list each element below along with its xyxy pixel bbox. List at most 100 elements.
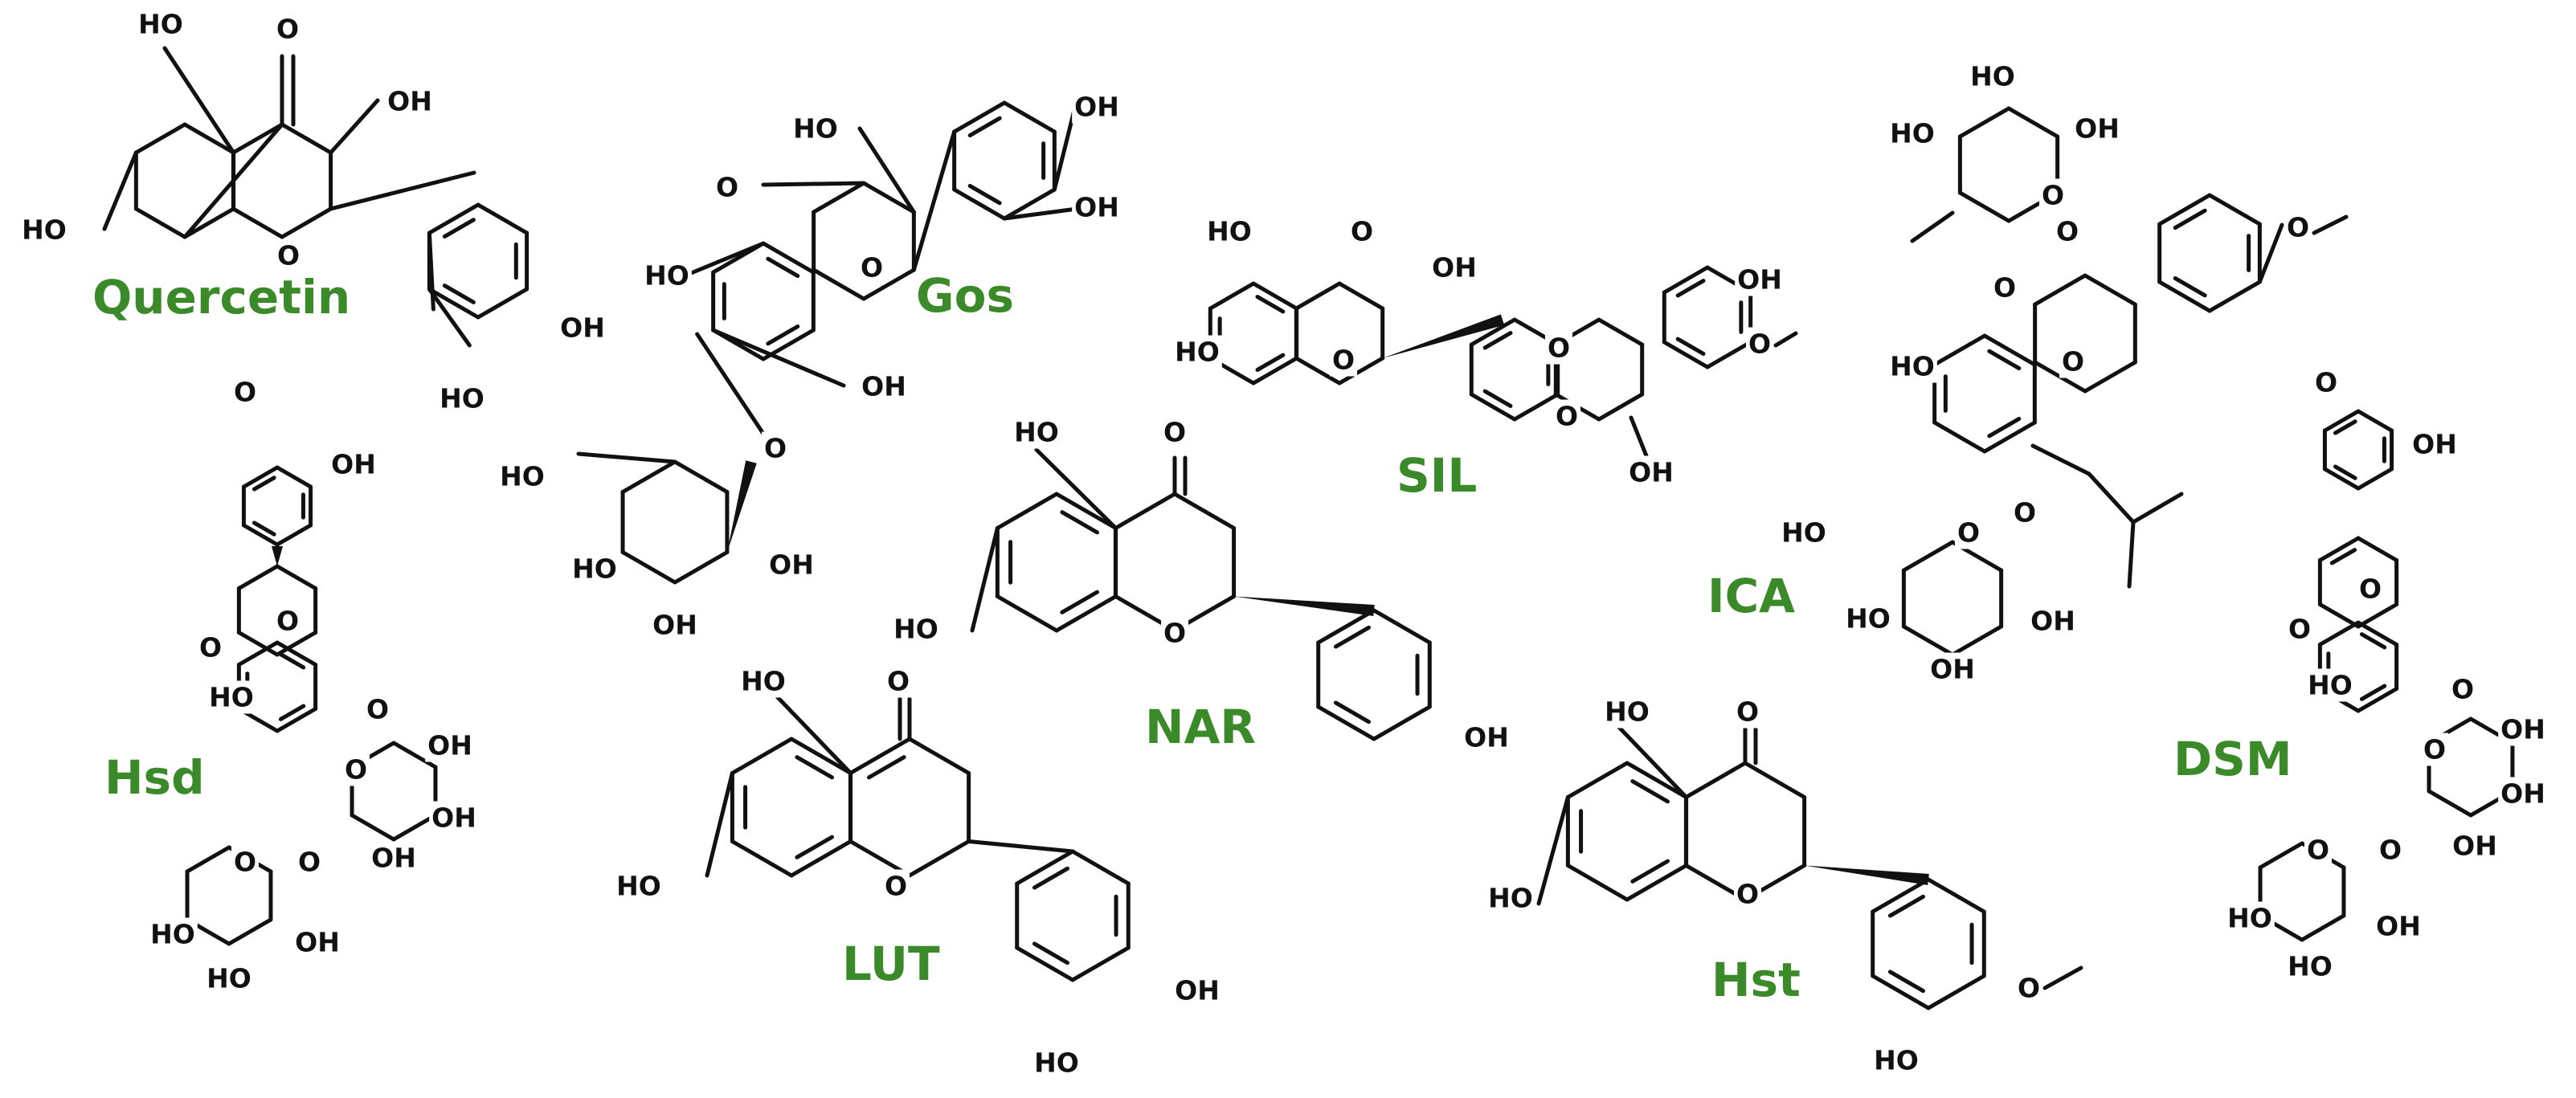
dsm-rhamnose-bond bbox=[2258, 841, 2304, 870]
atom-label-background bbox=[437, 382, 487, 415]
gos-sugar-oh-2: OH bbox=[769, 549, 814, 581]
atom-label-background bbox=[369, 841, 419, 875]
lut-ho-3p: HO bbox=[1034, 1047, 1079, 1079]
compound-name-ica: ICA bbox=[1707, 569, 1795, 623]
hst-ring-b-bond bbox=[1926, 974, 1986, 1010]
nar-wedge bbox=[1233, 596, 1375, 616]
ica-glu-oh-3: OH bbox=[1930, 654, 1975, 685]
quercetin-ring-o: O bbox=[277, 240, 300, 271]
sil-ring-d-double-bond bbox=[1482, 389, 1513, 408]
gos-ring-b-bond bbox=[952, 187, 1007, 221]
atom-label-background bbox=[1954, 516, 1983, 549]
atom-label-background bbox=[1072, 90, 1122, 124]
gos-ring-c-bond bbox=[861, 267, 916, 301]
nar-ring-a-bond bbox=[995, 492, 1059, 530]
nar-ring-c-bond bbox=[1113, 492, 1177, 530]
atom-label-background bbox=[273, 604, 302, 638]
gos-sugar-oh-3: OH bbox=[652, 610, 697, 641]
hst-ring-a-bond bbox=[1625, 761, 1689, 799]
gos-sugar-bond bbox=[620, 550, 677, 585]
sil-ring-a-bond bbox=[1251, 281, 1299, 311]
ica-keto-o: O bbox=[1993, 272, 2016, 304]
atom-label-background bbox=[1429, 251, 1479, 284]
atom-label-background bbox=[1871, 1043, 1921, 1077]
atom-label-background bbox=[2376, 833, 2405, 867]
sil-ring-a-double-bond bbox=[1255, 353, 1286, 372]
bond bbox=[769, 688, 853, 775]
sil-ring-a-bond bbox=[1251, 356, 1299, 386]
bond bbox=[162, 46, 236, 155]
compound-name-layer: Quercetin Gos SIL ICA Hsd NAR LUT Hst DS… bbox=[92, 268, 2292, 1007]
atom-label-background bbox=[273, 12, 302, 46]
gos-oh-4p: OH bbox=[1074, 92, 1119, 123]
quercetin-ho-7: HO bbox=[22, 214, 67, 246]
ica-ring-b-bond bbox=[2207, 280, 2262, 313]
hsd-glu-ring-o: O bbox=[345, 754, 367, 786]
atom-label-background bbox=[231, 375, 260, 409]
hsd-ring-a-double-bond bbox=[278, 704, 306, 721]
atom-label-background bbox=[2448, 672, 2477, 706]
bond bbox=[2257, 222, 2284, 284]
atom-label-background bbox=[231, 845, 260, 879]
hst-ring-b-double-bond bbox=[1887, 969, 1926, 994]
atom-label-background bbox=[2410, 427, 2459, 461]
dsm-glu-oh-b: OH bbox=[2500, 778, 2545, 810]
hst-ring-b-bond bbox=[1871, 974, 1931, 1010]
hsd-ring-b-bond bbox=[275, 465, 313, 489]
atom-label-background bbox=[650, 608, 700, 642]
compound-name-hsd: Hsd bbox=[104, 750, 205, 805]
lut-ring-c-bond bbox=[848, 737, 912, 775]
bond bbox=[329, 98, 380, 155]
quercetin-ring-c-bond bbox=[280, 206, 333, 239]
bond bbox=[911, 129, 957, 272]
quercetin-ring-a-bond bbox=[133, 122, 187, 155]
atom-label-background bbox=[2038, 178, 2067, 212]
nar-ho-7: HO bbox=[893, 614, 938, 645]
atom-label-background bbox=[2225, 901, 2275, 935]
bond bbox=[695, 332, 774, 448]
nar-ring-b-bond bbox=[1372, 608, 1432, 645]
hst-ring-b-bond bbox=[1926, 877, 1986, 914]
dsm-glu-ring-o: O bbox=[2423, 734, 2446, 765]
hst-ho-5: HO bbox=[1605, 696, 1650, 728]
bond bbox=[689, 241, 766, 276]
gos-ring-a-double-bond bbox=[766, 256, 800, 279]
lut-ring-a-double-bond bbox=[795, 835, 835, 859]
hst-wedge bbox=[1804, 865, 1929, 885]
nar-ring-c-bond bbox=[1172, 492, 1237, 530]
atom-label-background bbox=[1172, 974, 1222, 1007]
lut-ring-b-double-bond bbox=[1032, 866, 1070, 890]
atom-label-background bbox=[206, 680, 256, 714]
hsd-oh-3p: OH bbox=[331, 449, 376, 480]
nar-ring-b-bond bbox=[1316, 704, 1376, 741]
gos-glyc-o: O bbox=[764, 433, 787, 464]
atom-label-background bbox=[1462, 720, 1511, 754]
sil-ring-e-bond bbox=[1597, 392, 1645, 422]
atom-label-background bbox=[1735, 263, 1785, 296]
nar-ho-5: HO bbox=[1014, 417, 1059, 448]
bond bbox=[2312, 214, 2349, 235]
bond bbox=[1773, 331, 1798, 348]
atom-label-background bbox=[1968, 59, 2018, 93]
nar-ring-b-bond bbox=[1372, 704, 1432, 741]
ica-ring-a-bond bbox=[1932, 420, 1987, 454]
dsm-oh-3p: OH bbox=[2412, 429, 2457, 460]
hsd-rham-ho-b: HO bbox=[206, 963, 251, 994]
ica-glucose-bond bbox=[1950, 624, 2004, 657]
hsd-ring-c-bond bbox=[236, 564, 280, 590]
sil-wedge bbox=[1382, 314, 1505, 358]
hst-keto-o: O bbox=[1736, 696, 1759, 728]
atom-label-background bbox=[497, 459, 547, 493]
bond bbox=[857, 126, 916, 214]
hsd-ring-a-bond bbox=[275, 640, 318, 667]
quercetin-ring-b-bond bbox=[427, 287, 480, 320]
quercetin-ho-3p: HO bbox=[440, 383, 485, 414]
sil-ring-f-bond bbox=[1662, 340, 1710, 369]
atom-label-background bbox=[292, 925, 342, 959]
lut-ho-5: HO bbox=[741, 666, 786, 697]
gos-ring-a-bond bbox=[761, 241, 816, 275]
bond bbox=[102, 150, 138, 231]
lut-ring-c-double-bond bbox=[866, 755, 906, 780]
